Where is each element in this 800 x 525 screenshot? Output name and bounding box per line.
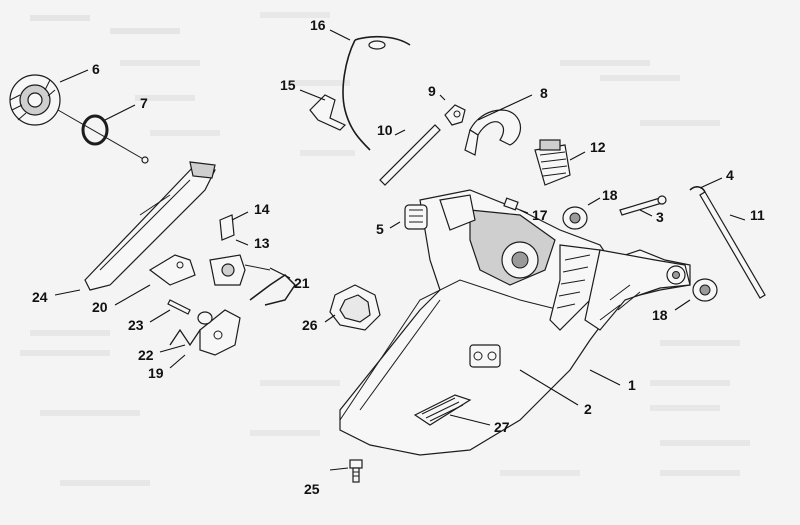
callout-5: 5	[376, 221, 384, 237]
callout-12: 12	[590, 139, 606, 155]
callout-21: 21	[294, 275, 310, 291]
part-pin	[167, 299, 191, 315]
part-gasket	[329, 284, 381, 331]
callout-24: 24	[32, 289, 48, 305]
callout-8: 8	[540, 85, 548, 101]
part-label-plate	[413, 394, 472, 426]
callout-4: 4	[726, 167, 734, 183]
part-trigger-lock	[148, 254, 196, 286]
callout-labels: 1 2 3 4 5 6 7 8 9 10 11 12 13 14 15 16 1…	[32, 17, 765, 497]
part-seal-ring	[81, 114, 109, 146]
part-linkage-rod	[249, 274, 296, 306]
callout-18-upper: 18	[602, 187, 618, 203]
part-small-plate	[219, 214, 235, 241]
callout-10: 10	[377, 122, 393, 138]
part-grommet-lower	[692, 278, 718, 302]
callout-19: 19	[148, 365, 164, 381]
callout-2: 2	[584, 401, 592, 417]
part-hose	[464, 109, 522, 156]
callout-16: 16	[310, 17, 326, 33]
callout-23: 23	[128, 317, 144, 333]
callout-6: 6	[92, 61, 100, 77]
part-screw	[619, 195, 667, 216]
callout-15: 15	[280, 77, 296, 93]
callout-22: 22	[138, 347, 154, 363]
part-bottom-screw	[349, 459, 363, 483]
part-fuel-filter	[534, 139, 571, 186]
callout-17: 17	[532, 207, 548, 223]
callout-26: 26	[302, 317, 318, 333]
part-starter-assembly	[9, 74, 149, 164]
part-knob	[404, 204, 428, 230]
callout-7: 7	[140, 95, 148, 111]
part-clip	[503, 197, 519, 211]
leader-lines	[54, 29, 746, 471]
callout-11: 11	[750, 207, 765, 223]
part-fitting	[444, 104, 466, 126]
callout-3: 3	[656, 209, 664, 225]
part-trigger	[209, 254, 271, 286]
part-rod-10	[379, 124, 441, 186]
background-bleed-through	[20, 12, 750, 486]
part-fuel-line	[342, 35, 411, 151]
callout-25: 25	[304, 481, 320, 497]
callout-1: 1	[628, 377, 636, 393]
callout-9: 9	[428, 83, 436, 99]
callout-18-lower: 18	[652, 307, 668, 323]
part-housing	[339, 189, 691, 456]
part-handle-cover	[84, 161, 216, 291]
callout-14: 14	[254, 201, 270, 217]
part-lever	[197, 309, 241, 356]
callout-20: 20	[92, 299, 108, 315]
callout-27: 27	[494, 419, 510, 435]
callout-13: 13	[254, 235, 270, 251]
part-bracket	[309, 94, 347, 131]
part-grommet-upper	[562, 206, 588, 230]
part-hook	[689, 186, 706, 193]
part-rod-11	[699, 191, 766, 299]
